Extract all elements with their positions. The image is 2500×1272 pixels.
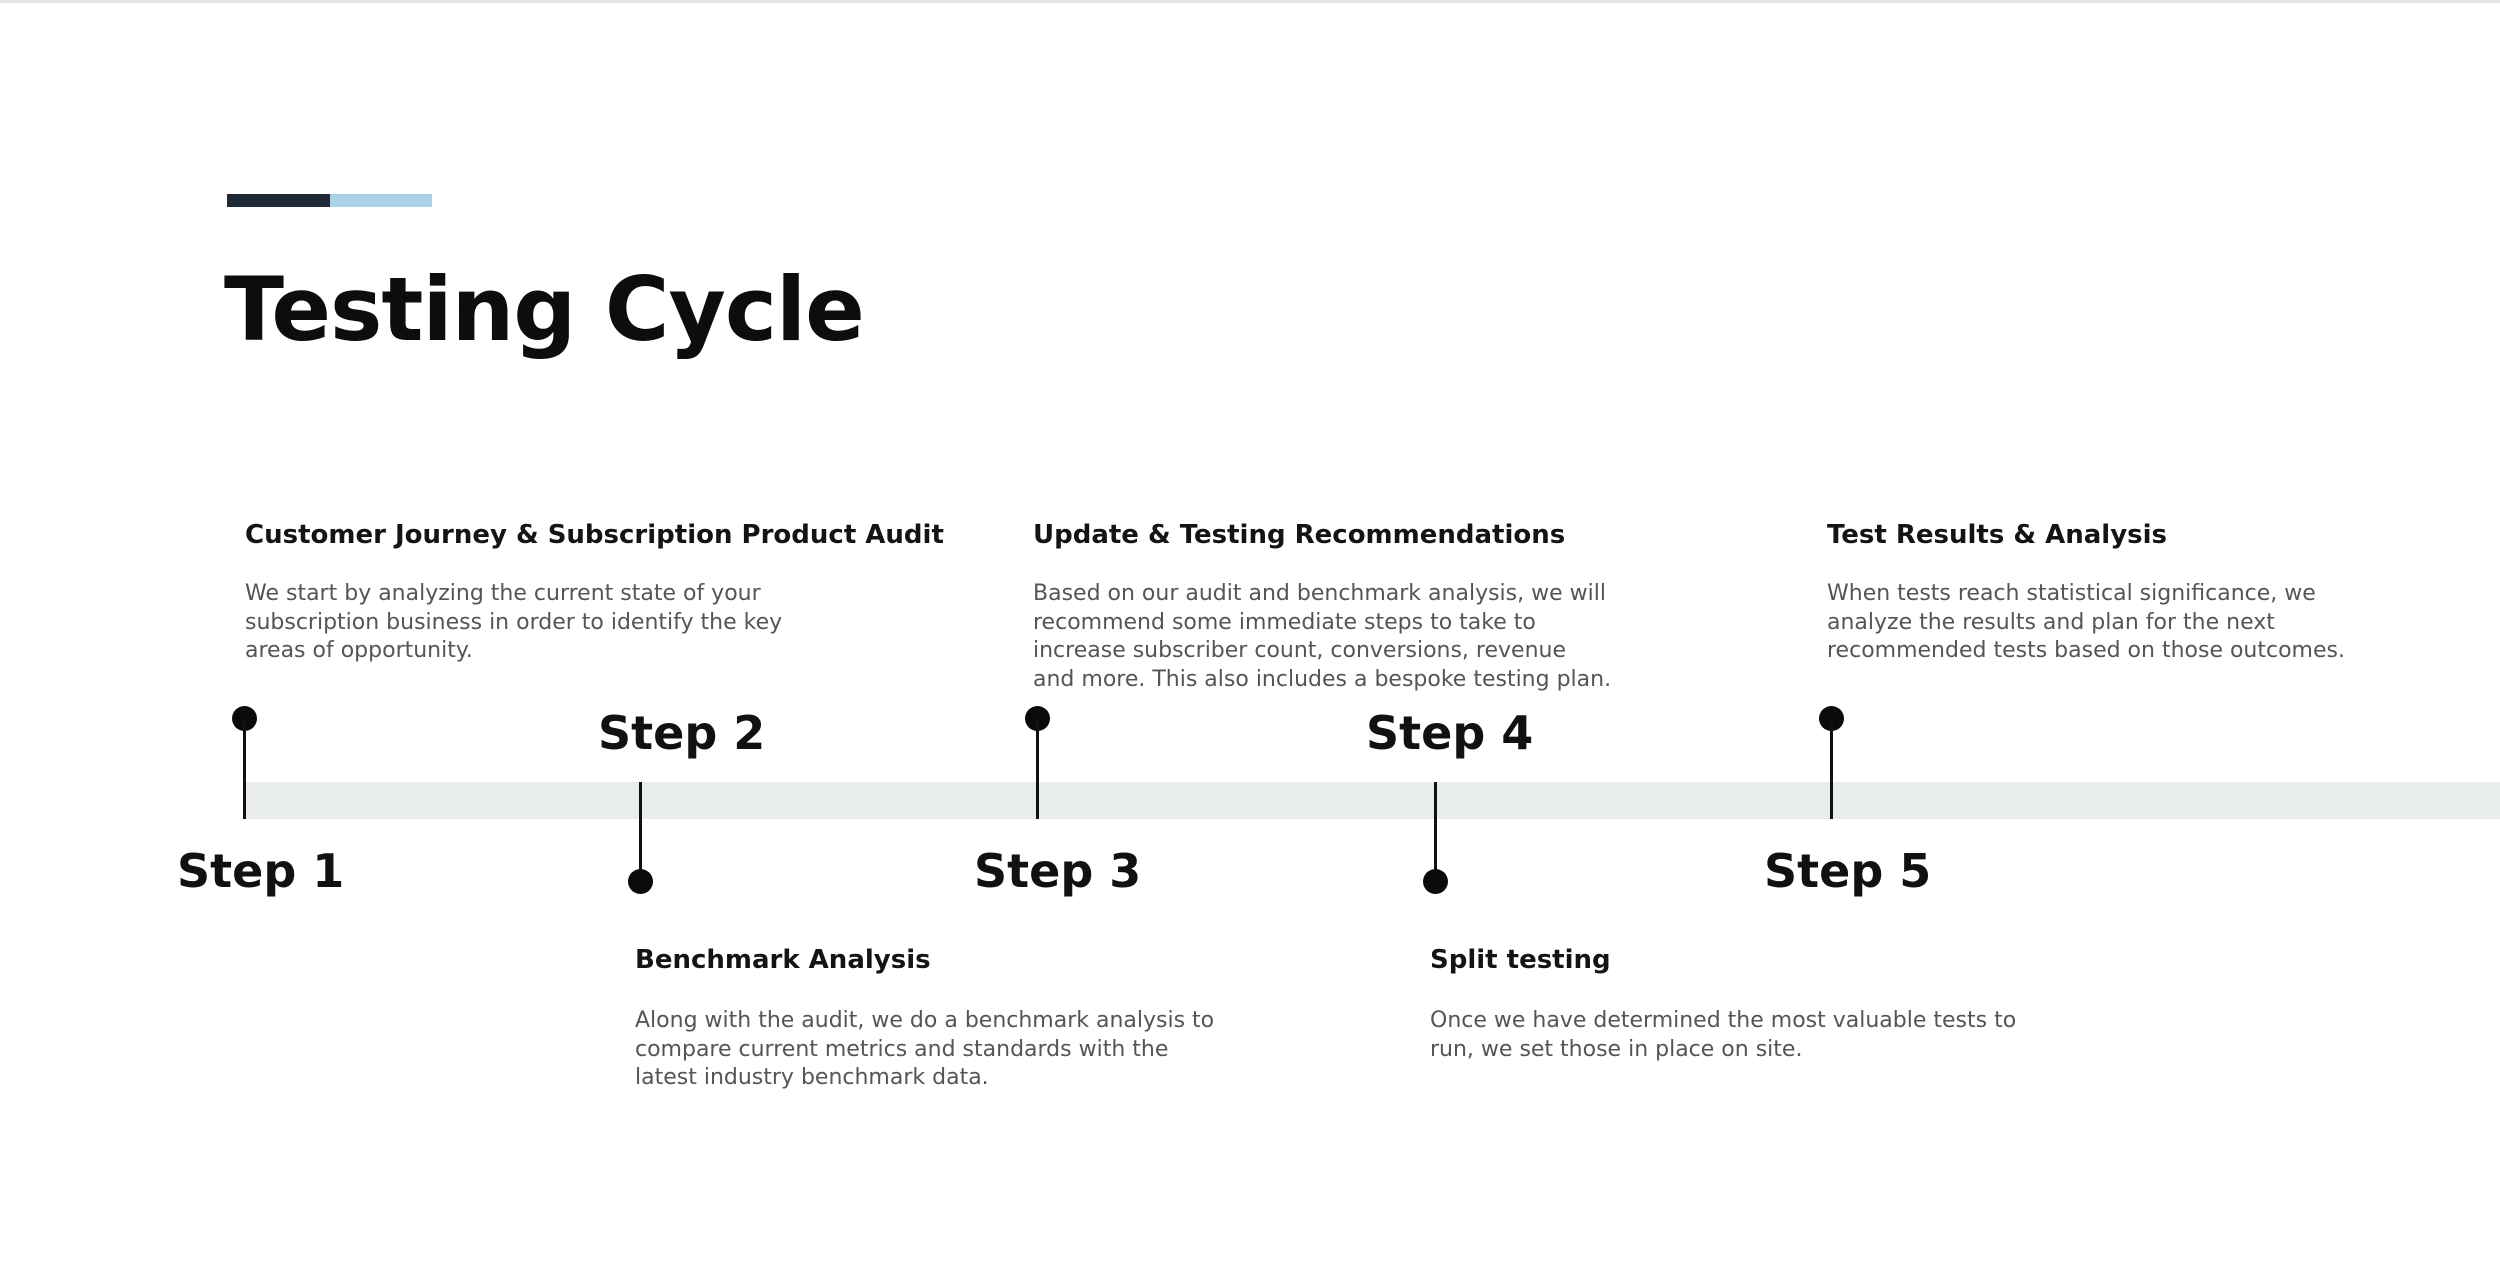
step-4-marker-dot	[1423, 869, 1448, 894]
step-1-title: Customer Journey & Subscription Product …	[245, 520, 944, 550]
step-1-marker-line	[243, 720, 246, 819]
step-3-title: Update & Testing Recommendations	[1033, 520, 1566, 550]
step-5-label: Step 5	[1764, 844, 1932, 898]
step-5-marker-line	[1830, 720, 1833, 819]
step-5-title: Test Results & Analysis	[1827, 520, 2168, 550]
step-2-title: Benchmark Analysis	[635, 945, 931, 975]
step-4-title: Split testing	[1430, 945, 1611, 975]
timeline-track	[244, 782, 2500, 819]
step-1-description: We start by analyzing the current state …	[245, 581, 783, 663]
step-2-marker-dot	[628, 869, 653, 894]
step-3-description: Based on our audit and benchmark analysi…	[1033, 581, 1612, 692]
title-accent-bar-dark	[227, 194, 330, 207]
step-1-label: Step 1	[177, 844, 345, 898]
step-3-label: Step 3	[974, 844, 1142, 898]
step-3-marker-line	[1036, 720, 1039, 819]
page-title: Testing Cycle	[224, 258, 865, 361]
step-4-description: Once we have determined the most valuabl…	[1430, 1008, 2017, 1062]
step-2-marker-line	[639, 782, 642, 880]
step-2-label: Step 2	[598, 706, 766, 760]
top-divider	[0, 0, 2500, 3]
step-4-label: Step 4	[1366, 706, 1534, 760]
title-accent-bar-light	[330, 194, 432, 207]
step-5-description: When tests reach statistical significanc…	[1827, 581, 2345, 663]
step-2-description: Along with the audit, we do a benchmark …	[635, 1008, 1215, 1090]
step-4-marker-line	[1434, 782, 1437, 880]
